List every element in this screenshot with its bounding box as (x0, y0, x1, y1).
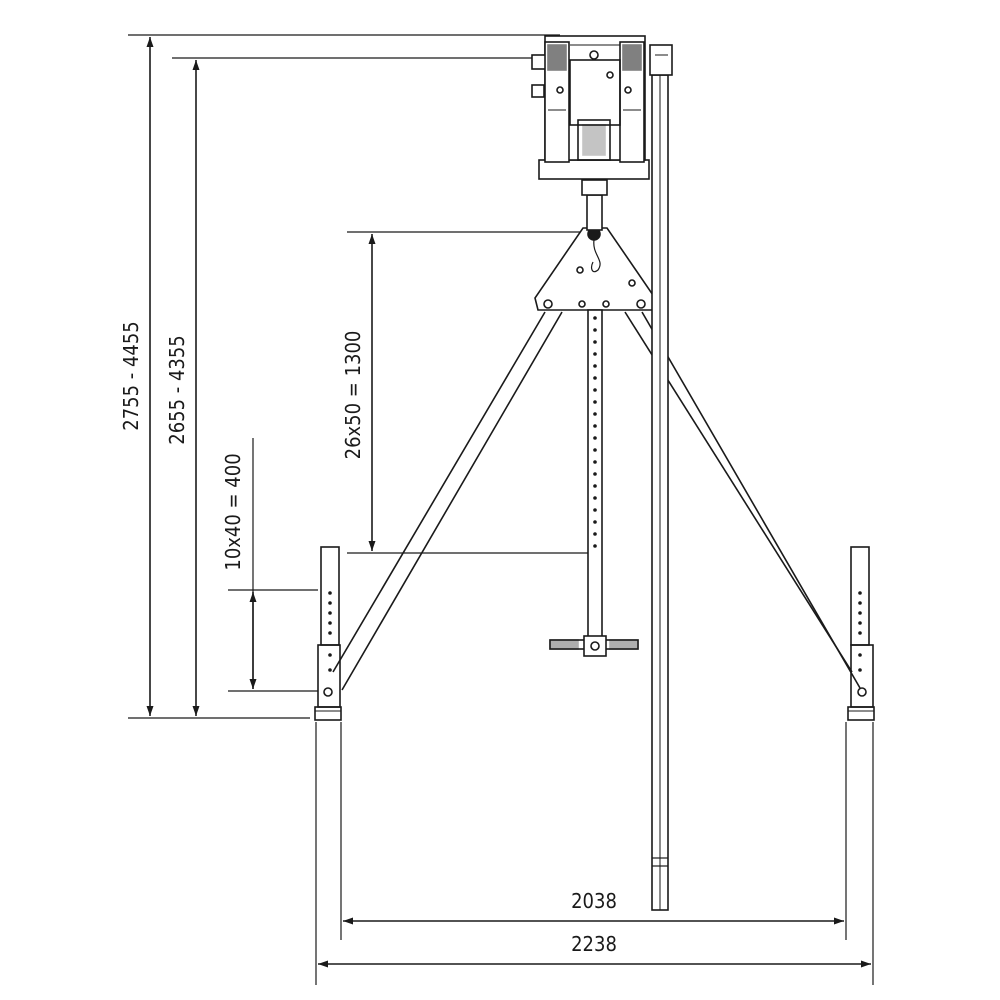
drive-head-unit (531, 35, 650, 180)
label-total-height-outer: 2755 - 4455 (119, 321, 143, 430)
left-diagonal-leg (332, 311, 563, 691)
label-total-height-inner: 2655 - 4355 (165, 335, 189, 444)
dimension-column-adjustment (347, 231, 590, 554)
dimension-total-height-inner (172, 57, 545, 716)
column-holes (593, 316, 597, 548)
foot-handle-bar (549, 635, 639, 657)
label-inner-width: 2038 (571, 889, 617, 913)
dimension-inner-width (340, 722, 847, 940)
dimension-total-height-outer (128, 34, 560, 719)
label-column-adjustment: 26x50 = 1300 (341, 331, 365, 460)
label-outer-width: 2238 (571, 932, 617, 956)
guide-rail (649, 44, 673, 911)
right-leg-holes (858, 591, 862, 672)
right-leg-post (847, 546, 875, 721)
telescopic-column (581, 179, 608, 639)
dimension-outer-width (315, 722, 874, 985)
left-leg-holes (328, 591, 332, 672)
dimension-leg-adjustment (228, 438, 318, 692)
left-leg-post (314, 546, 342, 721)
label-leg-adjustment: 10x40 = 400 (221, 453, 245, 570)
triangle-head-plate (534, 227, 656, 311)
